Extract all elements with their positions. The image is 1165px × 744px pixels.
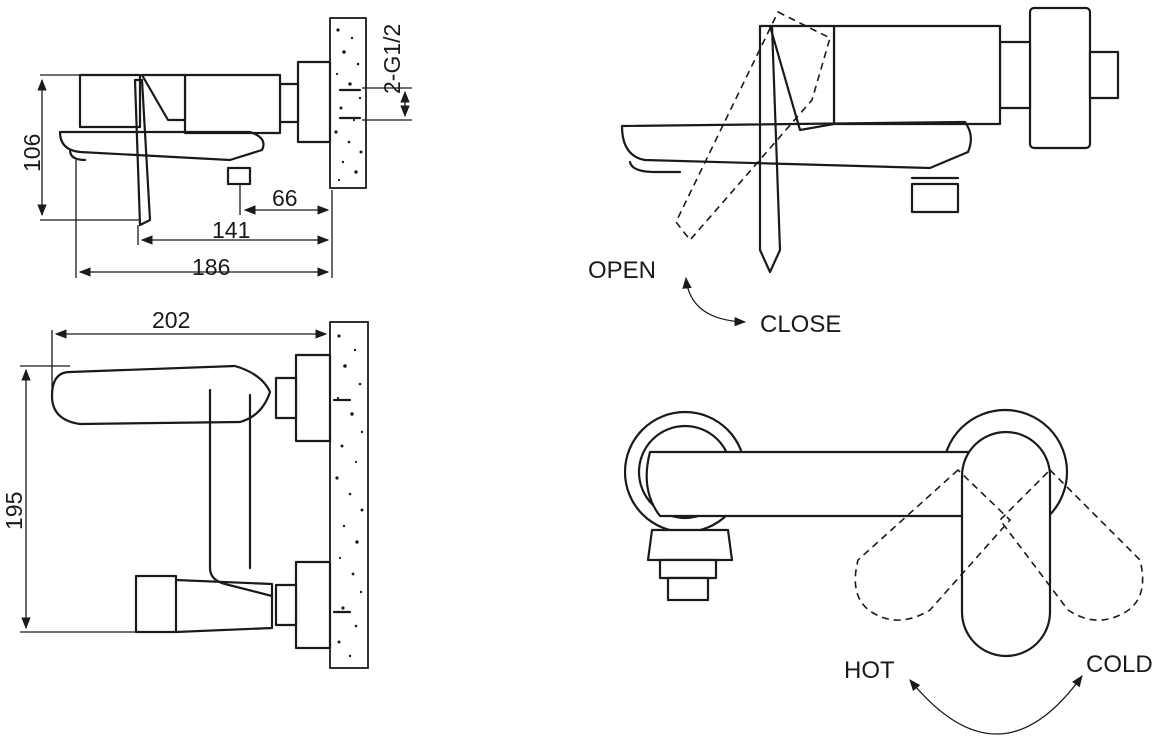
label-close: CLOSE <box>760 311 841 338</box>
dim-thread: 2-G1/2 <box>379 24 405 94</box>
wall-speckles-top <box>335 334 364 658</box>
dim-top-length: 202 <box>152 307 190 333</box>
hot-cold-body <box>623 408 1069 658</box>
wall-section-top <box>329 321 369 669</box>
side-dimension-lines <box>37 74 412 278</box>
dim-lever-offset: 141 <box>212 217 250 243</box>
dim-side-length: 186 <box>192 254 230 280</box>
side-view: 106 2-G1/2 66 141 186 <box>19 17 412 280</box>
open-close-view: OPEN CLOSE <box>588 6 1120 338</box>
dim-spout-offset: 66 <box>272 185 298 211</box>
label-cold: COLD <box>1086 651 1153 678</box>
label-open: OPEN <box>588 257 656 284</box>
open-close-arrow <box>682 276 747 327</box>
top-view: 202 195 <box>1 307 369 669</box>
open-close-body <box>620 6 1120 274</box>
top-dimension-lines <box>20 329 328 633</box>
dim-top-height: 195 <box>1 492 27 530</box>
hot-cold-view: HOT COLD <box>623 408 1153 735</box>
wall-section-side <box>329 17 367 189</box>
wall-speckles <box>334 28 363 182</box>
hot-cold-arrow <box>909 675 1083 735</box>
dim-side-height: 106 <box>19 134 45 172</box>
side-body-outline <box>58 60 362 227</box>
hot-cold-dashed-levers <box>854 468 1144 621</box>
open-position-lever <box>675 10 831 242</box>
top-body-outline <box>50 353 352 650</box>
label-hot: HOT <box>844 657 895 684</box>
